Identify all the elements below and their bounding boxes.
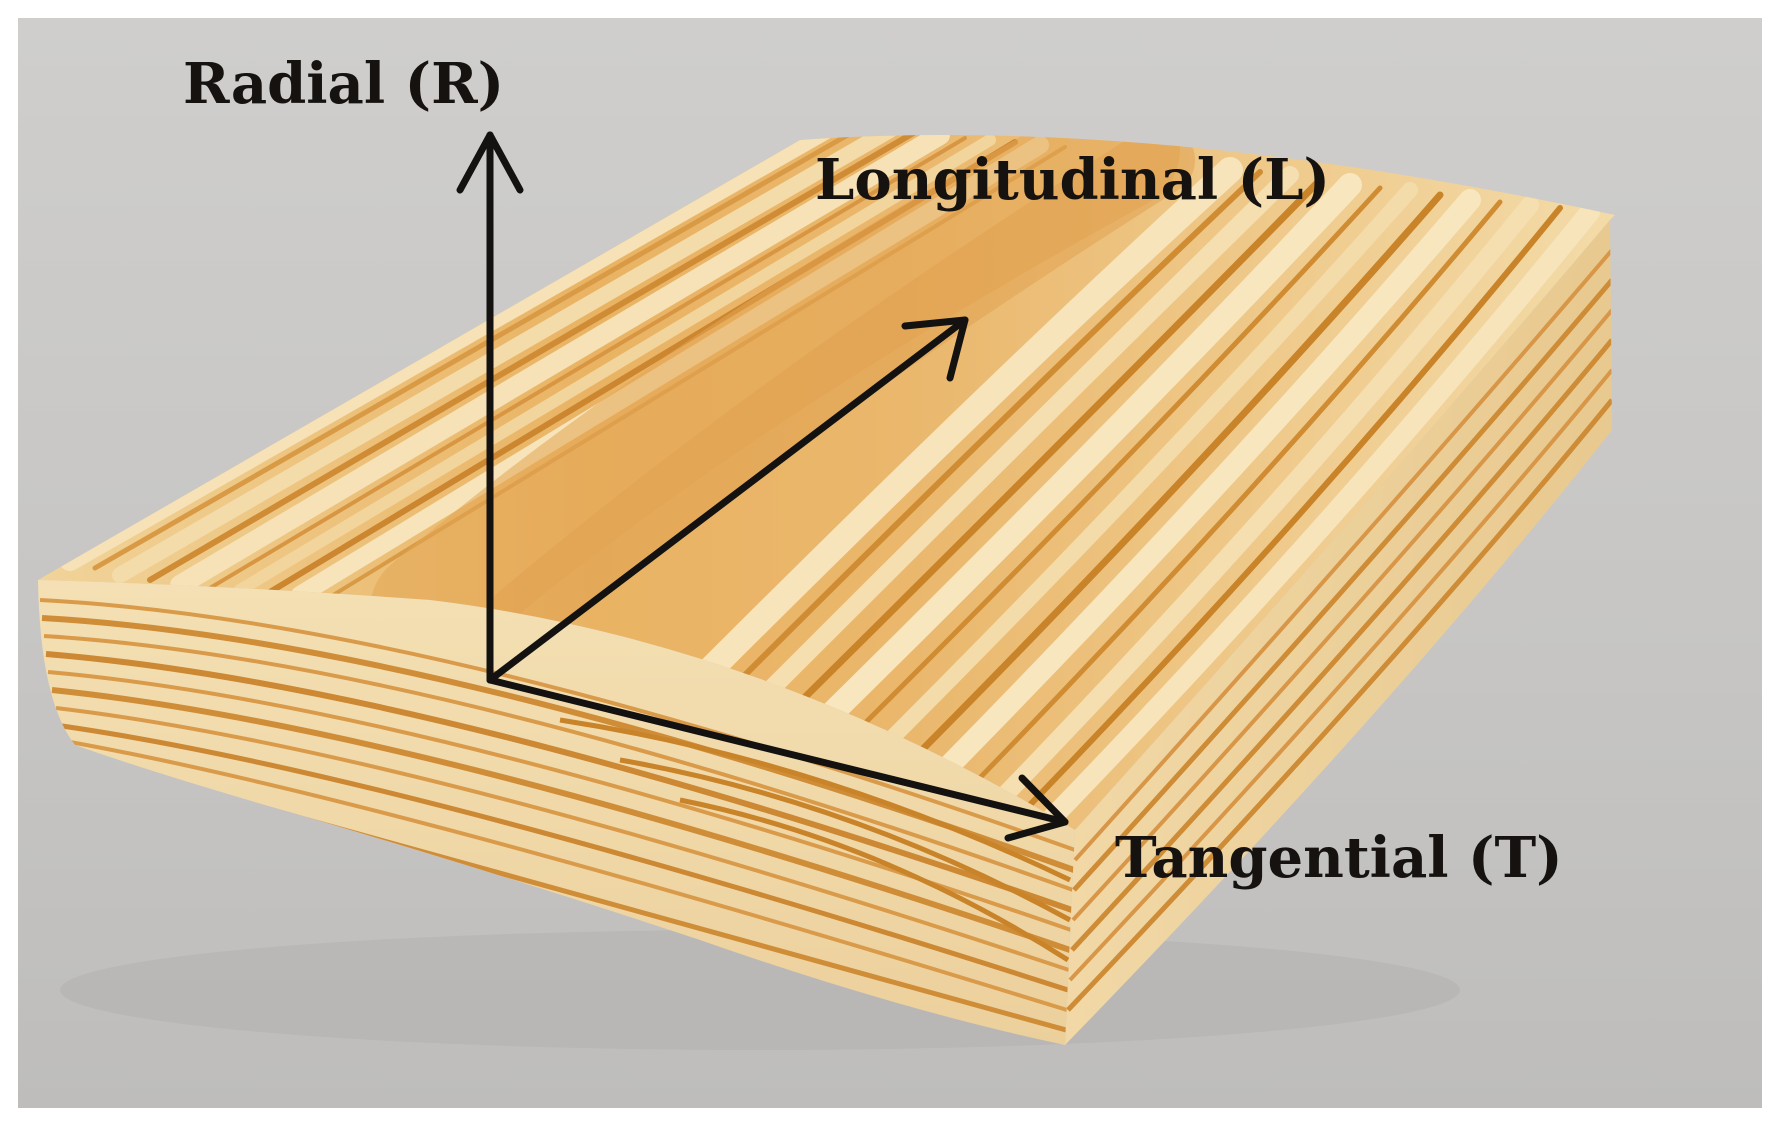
tangential-arrow: [486, 676, 1069, 842]
longitudinal-label: Longitudinal (L): [815, 147, 1331, 213]
radial-arrow: [456, 131, 524, 684]
radial-label: Radial (R): [183, 51, 505, 117]
board-top-face: [38, 135, 1615, 830]
board-side-face: [1065, 220, 1612, 1045]
board-end-grain-face: [38, 580, 1075, 1045]
longitudinal-arrow: [486, 316, 969, 684]
tangential-label: Tangential (T): [1115, 825, 1563, 891]
